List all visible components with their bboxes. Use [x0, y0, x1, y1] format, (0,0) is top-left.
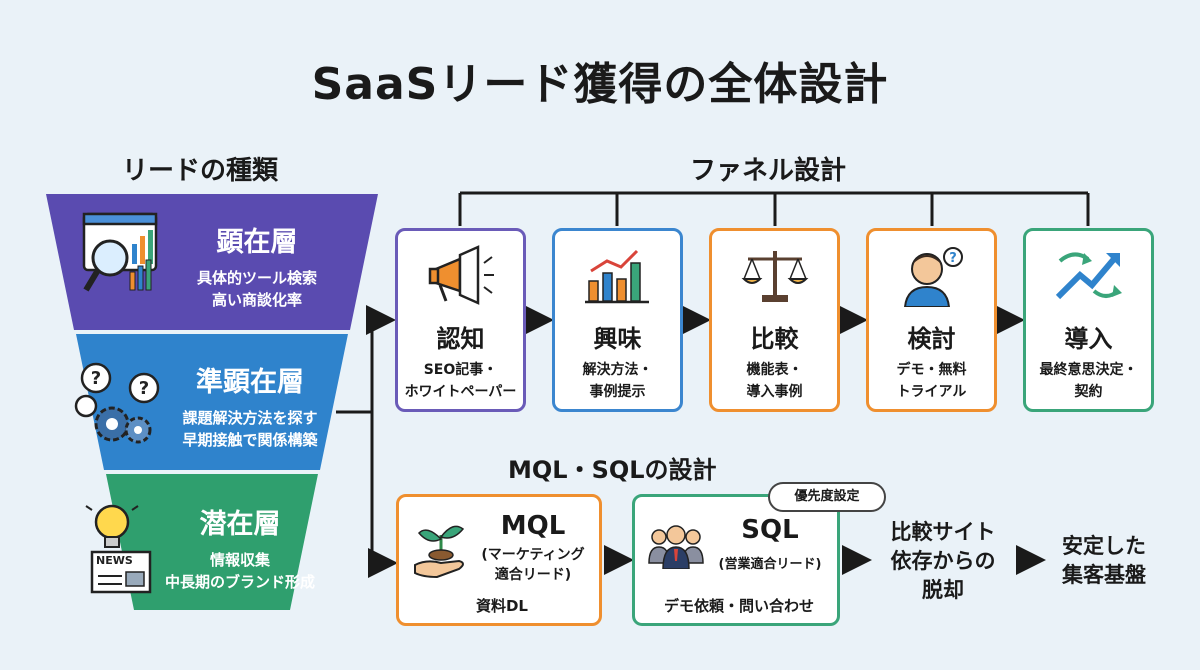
outcome-1-line-1: 比較サイト [890, 520, 996, 544]
team-people-icon [648, 525, 704, 569]
analytics-magnifier-icon [80, 210, 162, 302]
lead-layer-3-line-2: 中長期のブランド形成 [164, 573, 315, 591]
stage-desc-line-2: 導入事例 [746, 384, 803, 400]
stage-desc: 解決方法・ 事例提示 [555, 359, 680, 403]
svg-text:?: ? [949, 251, 957, 266]
lead-layer-1: 顕在層 具体的ツール検索 高い商談化率 [172, 220, 342, 311]
sprout-hand-icon [414, 525, 465, 579]
lead-layer-2: 準顕在層 課題解決方法を探す 早期接触で関係構築 [162, 360, 338, 451]
mql-sql-heading: MQL・SQLの設計 [508, 456, 717, 484]
outcome-1: 比較サイト 依存からの 脱却 [870, 518, 1016, 605]
lead-layer-1-name: 顕在層 [216, 227, 298, 258]
stage-name: 導入 [1064, 325, 1113, 353]
lead-layer-3: 潜在層 情報収集 中長期のブランド形成 [150, 502, 330, 593]
stage-desc: 最終意思決定・ 契約 [1026, 359, 1151, 403]
stage-desc-line-1: SEO記事・ [423, 362, 498, 378]
lead-types-heading: リードの種類 [122, 156, 279, 186]
svg-text:?: ? [91, 368, 101, 389]
stage-desc: SEO記事・ ホワイトペーパー [398, 359, 523, 403]
stage-desc-line-2: トライアル [896, 384, 967, 400]
stage-name: 認知 [436, 325, 485, 353]
stage-card-adoption: 導入 最終意思決定・ 契約 [1023, 228, 1154, 412]
outcome-2-line-1: 安定した [1062, 534, 1146, 558]
outcome-2: 安定した 集客基盤 [1044, 532, 1164, 590]
trend-arrows-icon [1055, 252, 1122, 300]
stage-name: 興味 [593, 325, 642, 353]
stage-card-interest: 興味 解決方法・ 事例提示 [552, 228, 683, 412]
stage-desc-line-1: 解決方法・ [582, 362, 653, 378]
outcome-1-line-2: 依存からの [890, 549, 996, 573]
stage-name: 比較 [750, 325, 799, 353]
mql-name: MQL [500, 511, 566, 541]
thinking-person-icon: ? [903, 247, 963, 307]
lead-layer-2-name: 準顕在層 [196, 367, 304, 398]
questions-gears-icon: ? ? [72, 360, 164, 452]
stage-desc-line-2: ホワイトペーパー [404, 384, 517, 400]
stage-desc: デモ・無料 トライアル [869, 359, 994, 403]
lead-layer-1-line-2: 高い商談化率 [211, 291, 302, 309]
mql-sub-line-1: (マーケティング [481, 547, 585, 563]
outcome-2-line-2: 集客基盤 [1062, 563, 1146, 587]
stage-desc: 機能表・ 導入事例 [712, 359, 837, 403]
sql-action: デモ依頼・問い合わせ [663, 597, 814, 615]
page-title: SaaSリード獲得の全体設計 [311, 59, 889, 110]
mql-sub-line-2: 適合リード) [494, 567, 572, 583]
mql-card: MQL (マーケティング 適合リード) 資料DL [396, 494, 602, 626]
funnel-layer-3-shape [106, 474, 318, 610]
stage-card-comparison: 比較 機能表・ 導入事例 [709, 228, 840, 412]
mql-action: 資料DL [475, 597, 528, 615]
stage-card-consideration: ? 検討 デモ・無料 トライアル [866, 228, 997, 412]
lead-layer-3-line-1: 情報収集 [209, 551, 270, 569]
idea-news-icon: NEWS [82, 500, 154, 596]
stage-desc-line-2: 契約 [1074, 384, 1103, 400]
mql-sub: (マーケティング 適合リード) [465, 545, 601, 585]
news-label: NEWS [96, 554, 133, 567]
svg-text:?: ? [139, 378, 149, 399]
stage-name: 検討 [907, 325, 956, 353]
priority-badge: 優先度設定 [768, 482, 886, 512]
sql-name: SQL [741, 515, 799, 545]
stage-desc-line-1: デモ・無料 [896, 362, 967, 378]
sql-sub: (営業適合リード) [718, 557, 822, 572]
stage-card-awareness: 認知 SEO記事・ ホワイトペーパー [395, 228, 526, 412]
growth-chart-icon [584, 249, 649, 304]
lead-layer-3-name: 潜在層 [199, 509, 281, 540]
funnel-heading: ファネル設計 [690, 156, 847, 186]
balance-scale-icon [741, 251, 808, 302]
lead-layer-1-line-1: 具体的ツール検索 [196, 269, 317, 287]
outcome-1-line-3: 脱却 [922, 578, 964, 602]
stage-desc-line-2: 事例提示 [589, 384, 646, 400]
lead-layer-2-line-1: 課題解決方法を探す [182, 409, 318, 427]
lead-layer-2-line-2: 早期接触で関係構築 [182, 431, 318, 449]
stage-desc-line-1: 機能表・ [746, 362, 803, 378]
sql-card: SQL (営業適合リード) デモ依頼・問い合わせ [632, 494, 840, 626]
megaphone-icon [428, 245, 494, 305]
stage-desc-line-1: 最終意思決定・ [1039, 362, 1138, 378]
